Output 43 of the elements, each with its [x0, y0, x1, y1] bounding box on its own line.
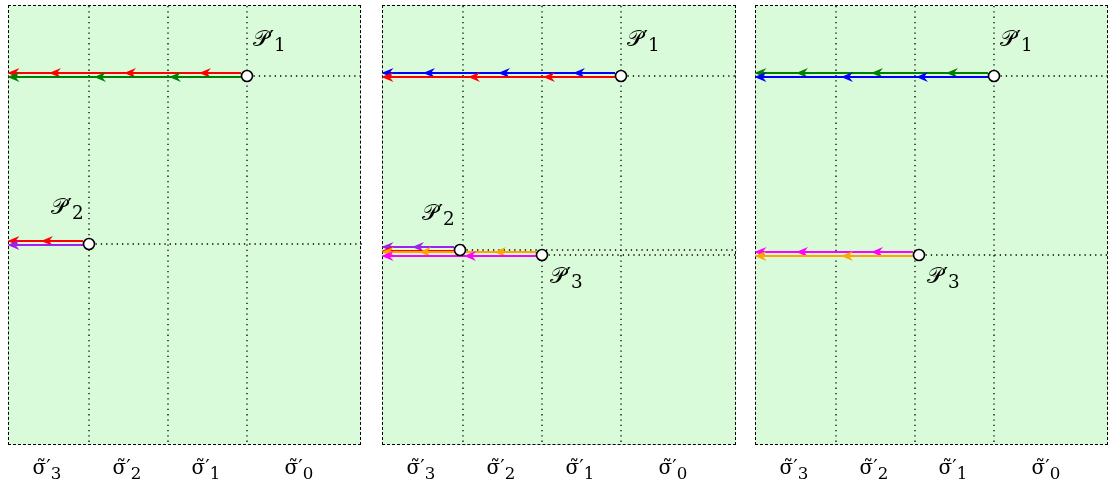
column-label: σ̃′$_{3}$	[406, 456, 436, 484]
arrow	[382, 247, 537, 255]
column-label: σ̃′$_{1}$	[191, 456, 221, 484]
point-label: 𝒫′$_{1}$	[627, 28, 660, 55]
column-label: σ̃′$_{2}$	[112, 456, 142, 484]
point-marker	[913, 249, 925, 261]
column-label: σ̃′$_{2}$	[859, 456, 889, 484]
panel-box	[8, 5, 361, 445]
panel-box	[382, 5, 736, 445]
column-label: σ̃′$_{0}$	[1031, 456, 1061, 484]
point-marker	[454, 244, 466, 256]
column-label: σ̃′$_{0}$	[658, 456, 688, 484]
arrow	[8, 236, 84, 244]
column-label: σ̃′$_{3}$	[779, 456, 809, 484]
arrow	[755, 247, 914, 255]
arrow	[755, 68, 989, 76]
column-label: σ̃′$_{3}$	[32, 456, 62, 484]
point-marker	[615, 70, 627, 82]
arrow	[382, 72, 616, 82]
point-label: 𝒫′$_{1}$	[253, 28, 286, 55]
arrow	[382, 246, 455, 255]
column-label: σ̃′$_{1}$	[938, 456, 968, 484]
arrow	[8, 240, 84, 250]
arrow	[382, 251, 537, 261]
arrow	[8, 72, 242, 82]
point-marker	[536, 249, 548, 261]
point-marker	[988, 70, 1000, 82]
column-label: σ̃′$_{2}$	[486, 456, 516, 484]
arrow	[382, 242, 455, 250]
panel-box	[755, 5, 1108, 445]
point-label: 𝒫′$_{1}$	[1000, 28, 1033, 55]
arrow	[755, 251, 914, 261]
arrow	[382, 68, 616, 76]
point-marker	[241, 70, 253, 82]
point-label: 𝒫′$_{2}$	[51, 196, 84, 223]
point-label: 𝒫′$_{3}$	[550, 265, 583, 292]
point-label: 𝒫′$_{2}$	[422, 202, 455, 229]
arrow	[755, 72, 989, 82]
column-label: σ̃′$_{0}$	[284, 456, 314, 484]
point-marker	[83, 238, 95, 250]
point-label: 𝒫′$_{3}$	[927, 265, 960, 292]
arrow	[8, 68, 242, 76]
column-label: σ̃′$_{1}$	[565, 456, 595, 484]
